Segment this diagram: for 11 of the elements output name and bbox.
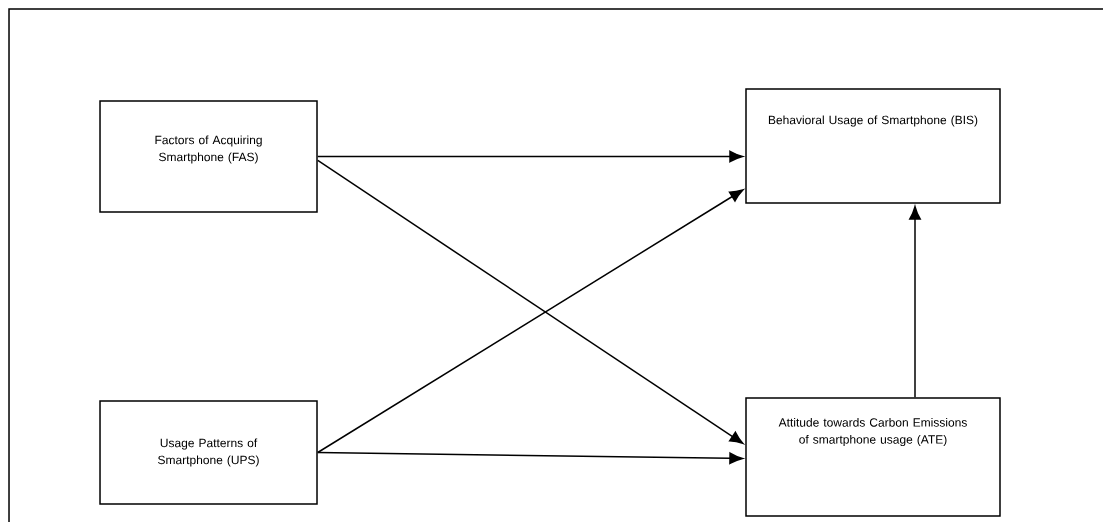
box-label: Behavioral Usage of Smartphone (BIS) <box>768 115 978 127</box>
process-box <box>745 397 1001 517</box>
arrow <box>317 150 744 163</box>
process-box <box>99 100 318 213</box>
arrow <box>317 451 744 465</box>
process-box <box>745 88 1001 204</box>
process-box <box>99 400 318 505</box>
arrow <box>909 205 921 398</box>
box-label: Attitude towards Carbon Emissions of smartphone usage (ATE) <box>778 417 967 447</box>
box-label: Usage Patterns of Smartphone (UPS) <box>158 438 259 467</box>
box-label: Factors of Acquiring Smartphone (FAS) <box>155 135 262 164</box>
